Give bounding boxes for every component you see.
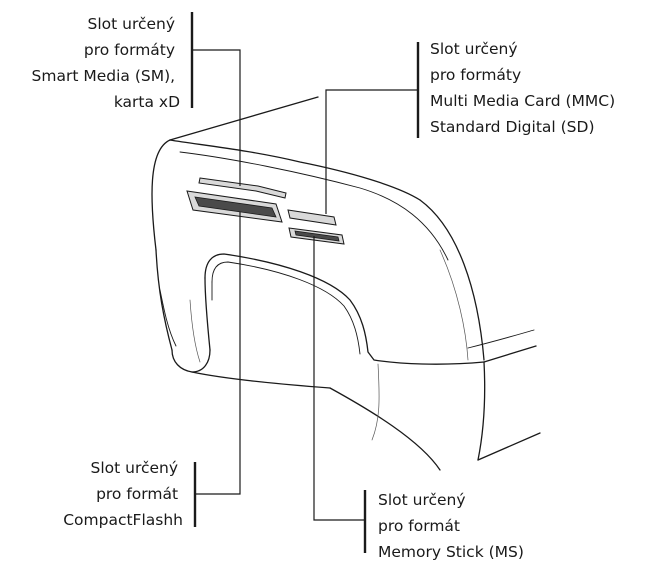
mmc-sd-leader <box>325 42 420 214</box>
memory-stick-slot <box>288 227 345 245</box>
compactflash-leader <box>193 212 241 527</box>
label-compactflash: Slot určený pro formát CompactFlashh <box>63 459 183 529</box>
compactflash-slot <box>186 190 283 223</box>
label-sm-xd: Slot určený pro formáty Smart Media (SM)… <box>32 15 181 111</box>
memory-stick-leader <box>313 236 367 553</box>
mmc-sd-slot <box>287 209 337 226</box>
sm-xd-leader <box>190 12 241 186</box>
label-mmc-sd: Slot určený pro formáty Multi Media Card… <box>430 40 620 136</box>
smart-media-slot <box>198 177 287 199</box>
card-reader-device <box>151 96 541 471</box>
label-memory-stick: Slot určený pro formát Memory Stick (MS) <box>378 491 524 561</box>
